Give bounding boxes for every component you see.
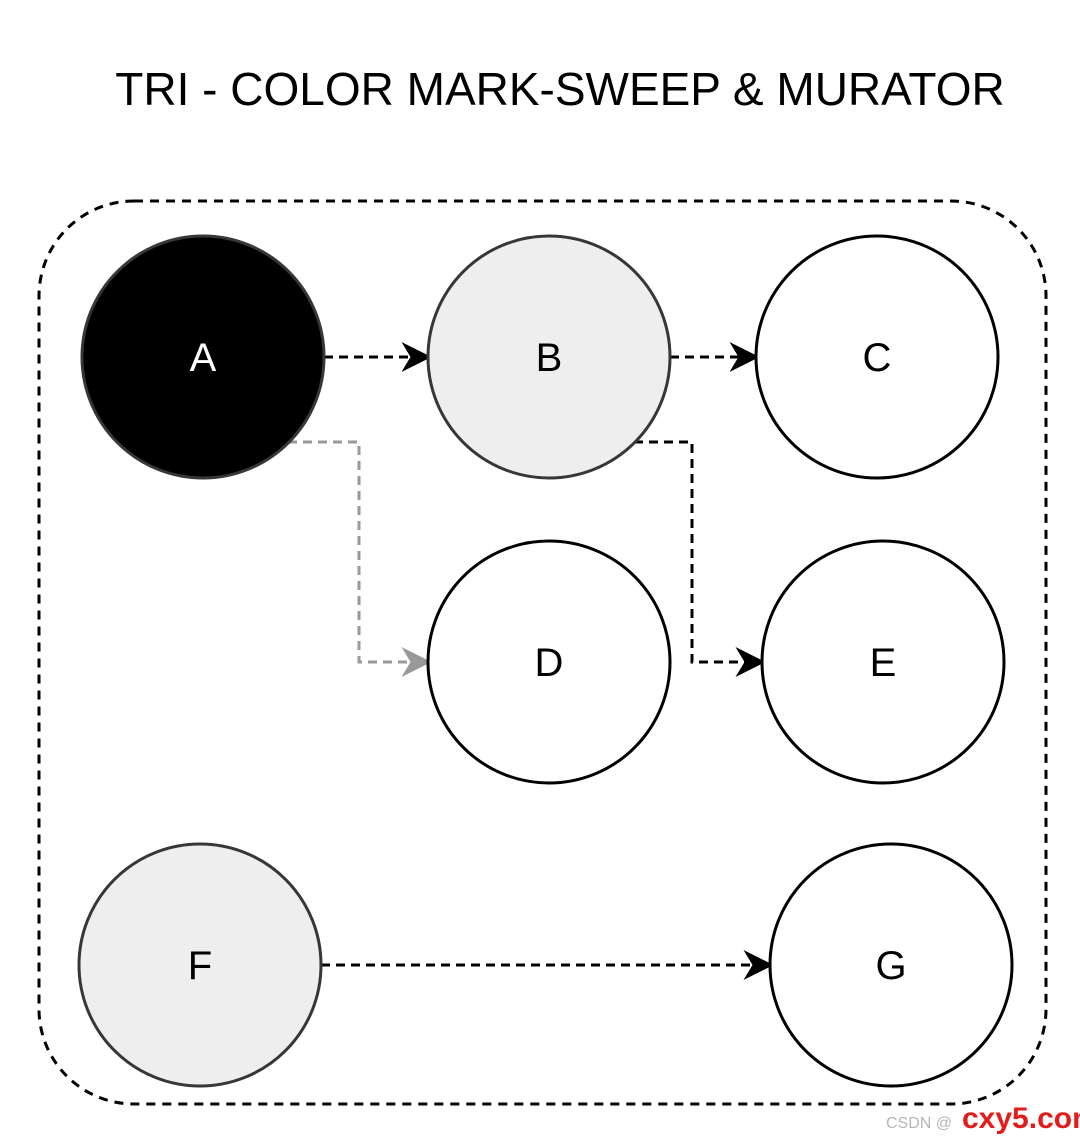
node-a-circle [80,234,326,480]
node-b-label: B [536,336,563,380]
node-f-circle [77,842,323,1088]
node-d-circle [426,539,672,785]
node-d-label: D [535,641,564,685]
page-title: TRI - COLOR MARK-SWEEP & MURATOR [115,63,1004,115]
watermark-brand: cxy5.com [962,1102,1080,1135]
watermark: CSDN @ cxy5.com [886,1102,1080,1135]
node-b: B [426,234,672,480]
node-e-circle [760,539,1006,785]
node-c-circle [754,234,1000,480]
node-e-label: E [870,641,897,685]
node-a: A [80,234,326,480]
edge-b-to-e [634,440,766,677]
node-c-label: C [863,336,892,380]
edges-layer [288,342,774,980]
node-a-label: A [190,336,217,380]
watermark-prefix: CSDN @ [886,1115,952,1132]
node-d: D [426,539,672,785]
node-f: F [77,842,323,1088]
node-g: G [768,842,1014,1088]
node-f-label: F [188,944,212,988]
heap-boundary [37,199,1048,1106]
nodes-layer: A B C D E F G [77,234,1014,1088]
node-c: C [754,234,1000,480]
node-g-circle [768,842,1014,1088]
node-e: E [760,539,1006,785]
node-b-circle [426,234,672,480]
edge-a-to-d [288,440,432,677]
node-g-label: G [875,944,906,988]
